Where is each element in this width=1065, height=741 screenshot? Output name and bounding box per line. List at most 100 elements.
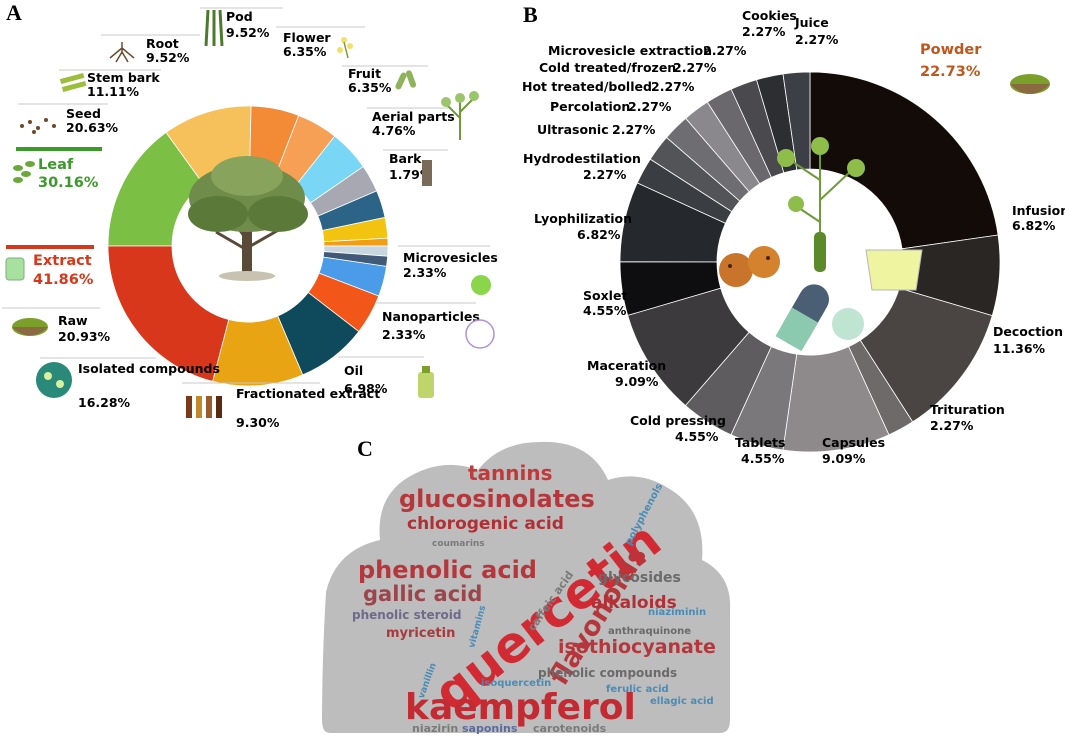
label-microvesicles: Microvesicles 2.33%	[398, 245, 498, 280]
label-ultrasonic: Ultrasonic	[537, 122, 609, 137]
word-coumarins: coumarins	[432, 539, 485, 549]
pct-decoction: 11.36%	[993, 341, 1046, 356]
pct-hot-treated: 2.27%	[651, 79, 695, 94]
pct-lyophilization: 6.82%	[577, 227, 621, 242]
word-cloud-shape	[322, 441, 731, 733]
nanoparticle-icon	[465, 319, 495, 349]
svg-text:2.33%: 2.33%	[403, 265, 447, 280]
pct-cookies: 2.27%	[742, 24, 786, 39]
label-maceration: Maceration	[587, 358, 666, 373]
label-seed: Seed 20.63%	[18, 103, 119, 135]
svg-text:Root: Root	[146, 36, 179, 51]
svg-text:Fractionated extract: Fractionated extract	[236, 386, 380, 401]
aerial-parts-icon	[441, 91, 479, 140]
label-fractionated-extract: Fractionated extract 9.30%	[182, 382, 380, 430]
label-microvesicle-extraction: Microvesicle extraction	[548, 43, 712, 58]
pct-microvesicle-extraction: 2.27%	[703, 43, 747, 58]
svg-text:Oil: Oil	[344, 363, 363, 378]
svg-text:11.11%: 11.11%	[87, 84, 140, 99]
svg-text:Raw: Raw	[58, 313, 88, 328]
svg-text:6.35%: 6.35%	[348, 80, 392, 95]
label-capsules: Capsules	[822, 435, 885, 450]
label-powder: Powder	[920, 42, 982, 58]
label-nanoparticles: Nanoparticles 2.33%	[376, 302, 480, 342]
svg-text:1.79%: 1.79%	[389, 167, 433, 182]
leaf-icon	[13, 161, 35, 183]
word-isothiocyanate: isothiocyanate	[558, 636, 716, 658]
word-ferulic-acid: ferulic acid	[606, 684, 669, 695]
svg-text:16.28%: 16.28%	[78, 395, 131, 410]
svg-text:9.52%: 9.52%	[146, 50, 190, 65]
svg-text:41.86%: 41.86%	[33, 272, 94, 288]
svg-text:2.33%: 2.33%	[382, 327, 426, 342]
pct-hydrodestilation: 2.27%	[583, 167, 627, 182]
word-glycosides: glycosides	[598, 570, 681, 586]
pct-soxlet: 4.55%	[583, 303, 627, 318]
pct-percolation: 2.27%	[628, 99, 672, 114]
microvesicle-icon	[471, 275, 491, 295]
flower-icon	[337, 37, 353, 59]
powder-bowl-b-icon	[1010, 74, 1050, 94]
powder-bowl-icon	[12, 318, 48, 336]
svg-text:20.63%: 20.63%	[66, 120, 119, 135]
svg-text:Seed: Seed	[66, 106, 101, 121]
label-flower: Flower 6.35%	[276, 26, 365, 59]
label-trituration: Trituration	[930, 402, 1005, 417]
label-bark: Bark 1.79%	[383, 149, 448, 182]
label-stem-bark: Stem bark 11.11%	[59, 69, 161, 99]
svg-text:Stem bark: Stem bark	[87, 70, 160, 85]
svg-text:6.98%: 6.98%	[344, 381, 388, 396]
word-glucosinolates: glucosinolates	[399, 485, 595, 513]
label-oil: Oil 6.98%	[338, 356, 424, 396]
svg-text:Aerial parts: Aerial parts	[372, 109, 455, 124]
root-icon	[109, 42, 135, 63]
word-chlorogenic-acid: chlorogenic acid	[407, 514, 564, 534]
label-cookies: Cookies	[742, 8, 797, 23]
preparation-donut	[619, 71, 1001, 453]
svg-text:30.16%: 30.16%	[38, 175, 99, 191]
panel-label-b: B	[523, 2, 538, 27]
label-raw: Raw 20.93%	[2, 307, 111, 344]
svg-text:Pod: Pod	[226, 9, 253, 24]
capsule-pill-icon	[775, 284, 864, 352]
pct-maceration: 9.09%	[615, 374, 659, 389]
vials-icon	[186, 396, 222, 418]
word-tannins: tannins	[468, 461, 553, 485]
svg-text:Flower: Flower	[283, 30, 331, 45]
moringa-plant-icon	[777, 137, 865, 272]
pct-cold-pressing: 4.55%	[675, 429, 719, 444]
material-type-donut	[107, 245, 389, 387]
svg-text:6.35%: 6.35%	[283, 44, 327, 59]
svg-text:4.76%: 4.76%	[372, 123, 416, 138]
label-root: Root 9.52%	[101, 34, 200, 65]
word-anthraquinone: anthraquinone	[608, 626, 691, 637]
stem-bark-icon	[59, 72, 87, 93]
word-phenolic-compounds: phenolic compounds	[538, 666, 677, 680]
label-decoction: Decoction	[993, 324, 1063, 339]
label-fruit: Fruit 6.35%	[342, 65, 428, 95]
word-saponins: saponins	[462, 722, 518, 735]
word-phenolic-steroid: phenolic steroid	[352, 608, 461, 622]
svg-text:Isolated compounds: Isolated compounds	[78, 361, 220, 376]
svg-text:Nanoparticles: Nanoparticles	[382, 309, 480, 324]
cookies-icon	[719, 246, 780, 287]
pct-ultrasonic: 2.27%	[612, 122, 656, 137]
svg-text:Microvesicles: Microvesicles	[403, 250, 498, 265]
svg-text:Bark: Bark	[389, 151, 422, 166]
label-extract: Extract 41.86%	[6, 245, 94, 288]
donut-b-center	[717, 169, 903, 355]
svg-text:9.30%: 9.30%	[236, 415, 280, 430]
label-percolation: Percolation	[550, 99, 630, 114]
label-pod: Pod 9.52%	[200, 7, 283, 40]
pct-trituration: 2.27%	[930, 418, 974, 433]
panel-label-a: A	[6, 0, 22, 25]
label-soxlet: Soxlet	[583, 288, 627, 303]
label-cold-treated: Cold treated/frozen	[539, 60, 676, 75]
svg-text:9.52%: 9.52%	[226, 25, 270, 40]
extract-jar-icon	[5, 257, 25, 281]
label-hot-treated: Hot treated/bolled	[522, 79, 652, 94]
svg-text:Leaf: Leaf	[38, 157, 74, 173]
pct-tablets: 4.55%	[741, 451, 785, 466]
label-aerial-parts: Aerial parts 4.76%	[367, 107, 455, 138]
tea-cup-icon	[865, 249, 923, 291]
